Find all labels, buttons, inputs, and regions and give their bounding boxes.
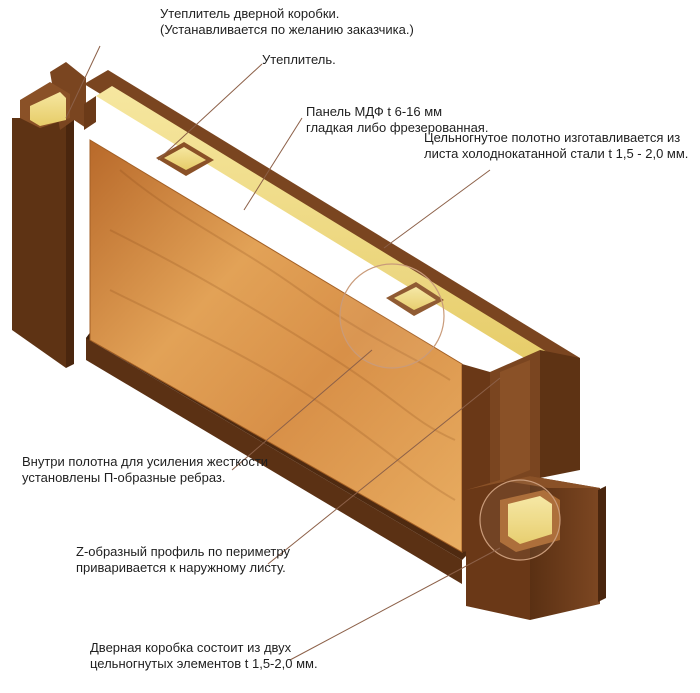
wood-grain xyxy=(109,169,456,501)
label-z-profile-line2: приваривается к наружному листу. xyxy=(76,560,286,575)
label-insulation-line1: Утеплитель. xyxy=(262,52,336,67)
label-insulation: Утеплитель. xyxy=(262,52,336,68)
detail-circle-bottom xyxy=(479,479,561,561)
frame-insulation-left xyxy=(30,92,66,126)
label-frame-insulation-line2: (Устанавливается по желанию заказчика.) xyxy=(160,22,414,37)
label-steel-sheet-line1: Цельногнутое полотно изготавливается из xyxy=(424,130,681,145)
label-ribs-line1: Внутри полотна для усиления жесткости xyxy=(22,454,269,469)
left-frame-post xyxy=(12,62,86,368)
label-frame-insulation: Утеплитель дверной коробки. (Устанавлива… xyxy=(160,6,414,38)
label-door-frame-line2: цельногнутых элементов t 1,5-2,0 мм. xyxy=(90,656,318,671)
label-steel-sheet-line2: листа холоднокатанной стали t 1,5 - 2,0 … xyxy=(424,146,689,161)
label-steel-sheet: Цельногнутое полотно изготавливается из … xyxy=(424,130,688,162)
label-ribs: Внутри полотна для усиления жесткости ус… xyxy=(22,454,268,486)
label-mdf-panel: Панель МДФ t 6-16 мм гладкая либо фрезер… xyxy=(306,104,488,136)
label-door-frame-line1: Дверная коробка состоит из двух xyxy=(90,640,292,655)
label-z-profile: Z-образный профиль по периметру приварив… xyxy=(76,544,290,576)
label-ribs-line2: установлены П-образные ребраз. xyxy=(22,470,226,485)
leaf-insulation xyxy=(96,86,560,370)
u-rib-2 xyxy=(386,282,444,316)
right-frame-post xyxy=(466,476,606,620)
leader-lines xyxy=(65,45,501,661)
detail-circle-top xyxy=(339,263,445,369)
frame-insulation-right xyxy=(508,496,552,544)
label-mdf-panel-line1: Панель МДФ t 6-16 мм xyxy=(306,104,443,119)
label-z-profile-line1: Z-образный профиль по периметру xyxy=(76,544,290,559)
label-frame-insulation-line1: Утеплитель дверной коробки. xyxy=(160,6,340,21)
u-rib-1 xyxy=(156,142,214,176)
label-mdf-panel-line2: гладкая либо фрезерованная. xyxy=(306,120,489,135)
label-door-frame: Дверная коробка состоит из двух цельногн… xyxy=(90,640,318,672)
